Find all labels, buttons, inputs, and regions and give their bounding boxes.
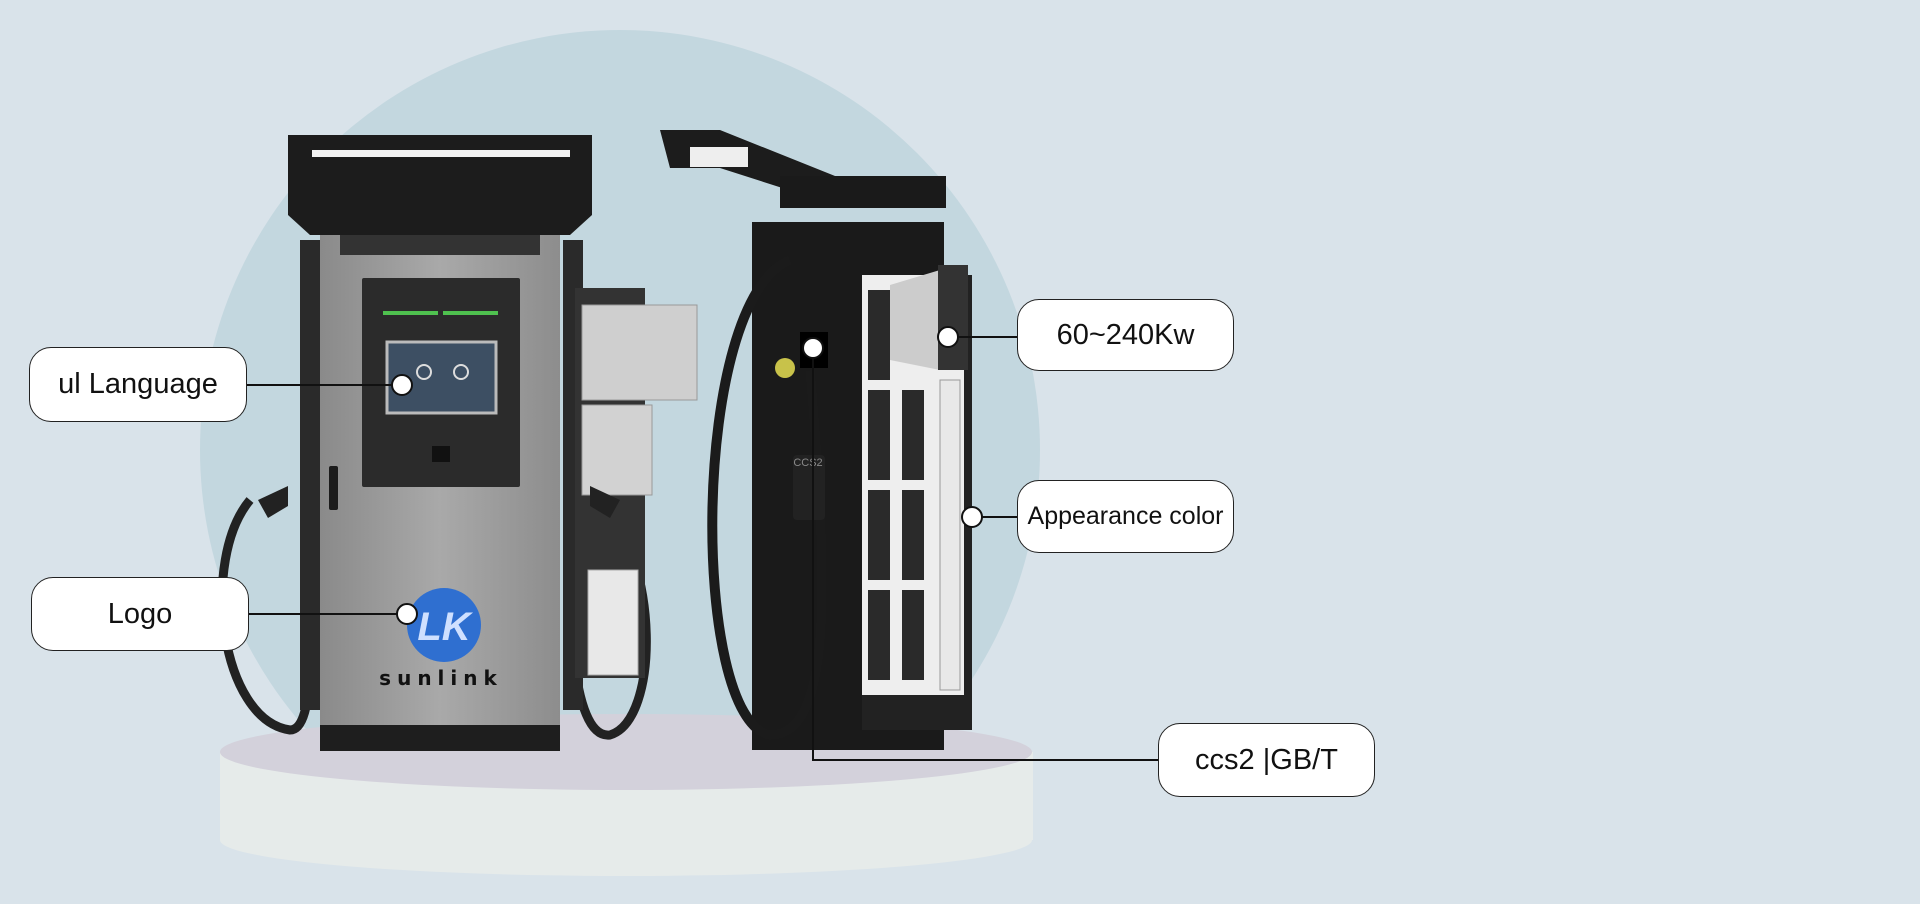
right-charger: CCS2 bbox=[660, 130, 972, 750]
callout-logo: Logo bbox=[31, 577, 249, 651]
sunlink-logo: LK sunlink bbox=[379, 588, 503, 690]
pedestal bbox=[220, 714, 1033, 876]
callout-connector: ccs2 |GB/T bbox=[1158, 723, 1375, 797]
left-charger: LK sunlink bbox=[217, 135, 698, 751]
callout-appearance-color: Appearance color bbox=[1017, 480, 1234, 553]
ccs2-label: CCS2 bbox=[793, 457, 822, 469]
callout-ui-language: ul Language bbox=[29, 347, 247, 422]
callout-power: 60~240Kw bbox=[1017, 299, 1234, 371]
svg-text:sunlink: sunlink bbox=[379, 666, 503, 690]
svg-text:LK: LK bbox=[417, 605, 473, 649]
leader-lines bbox=[247, 326, 1158, 761]
